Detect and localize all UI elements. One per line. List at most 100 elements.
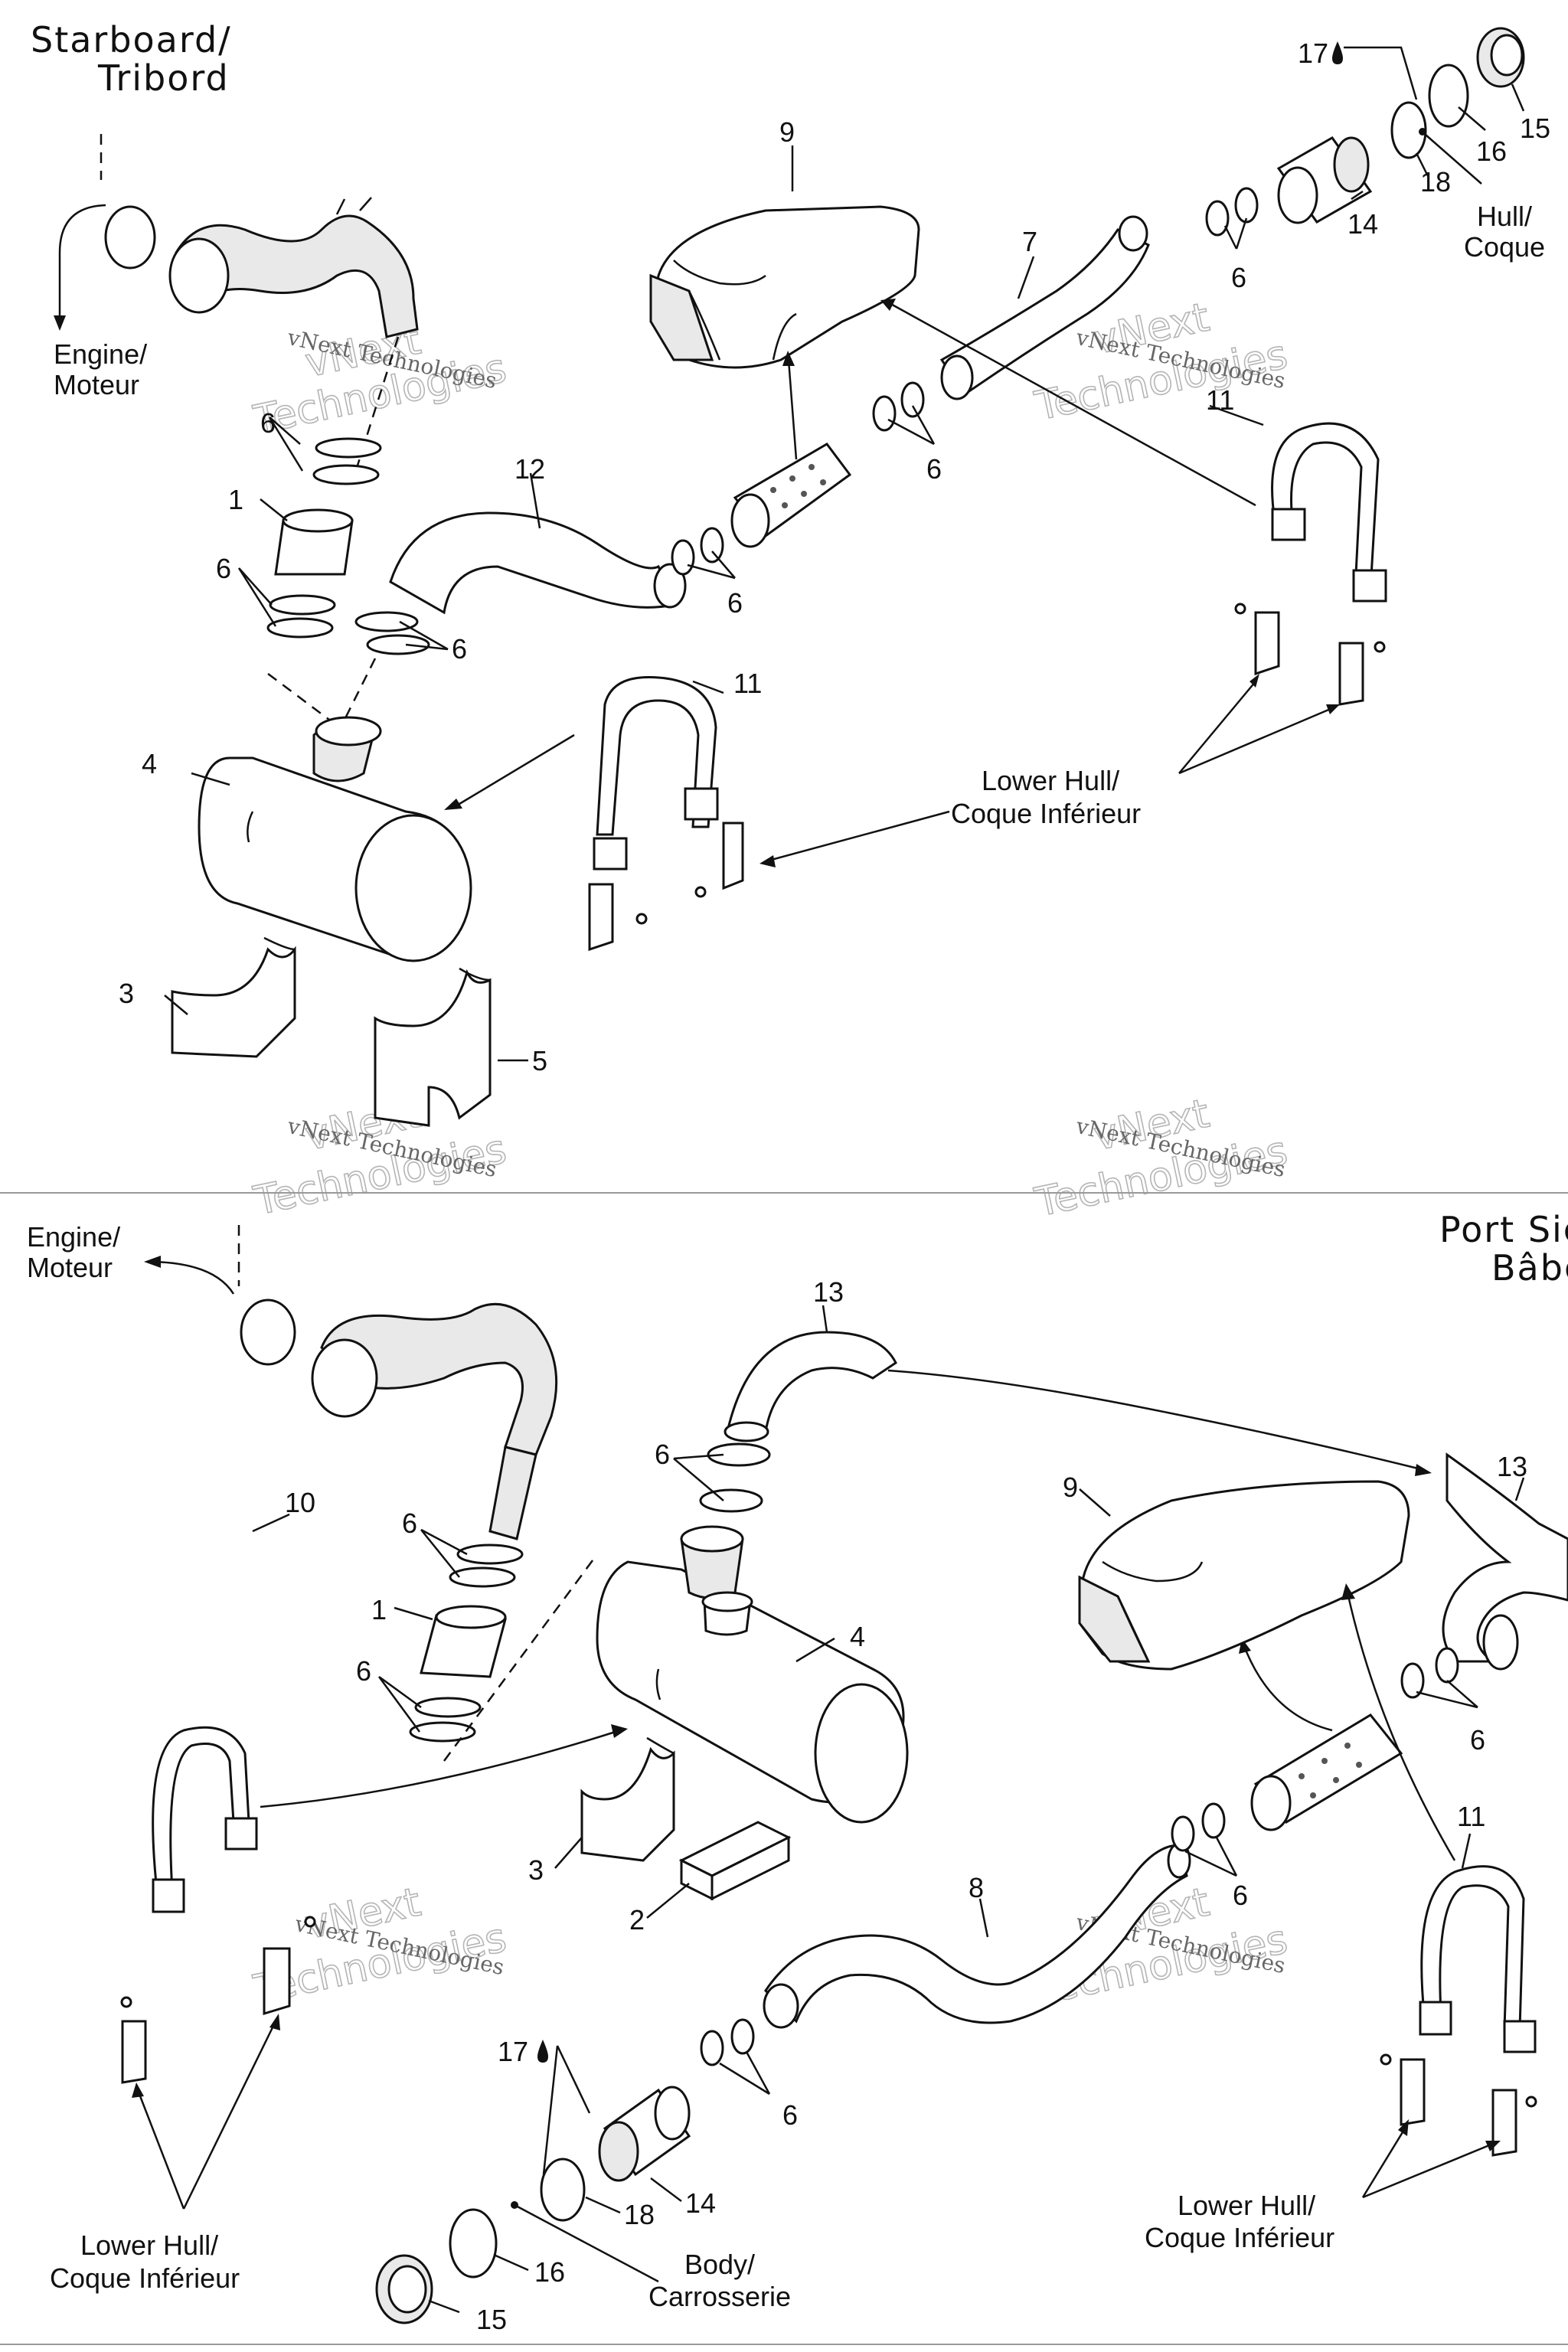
callout-6: 6 [655,1439,670,1470]
callout-11: 11 [1457,1801,1485,1832]
hull-dot [1419,128,1426,136]
bottom-perforated-outlet-tube [1250,1713,1403,1831]
bottom-lower-hull-right-arrow-a [1361,2128,1406,2198]
top-clamp-pair-upper [312,437,382,485]
lower-hull-arrow-right-b [1178,707,1333,775]
callout-3: 3 [528,1854,544,1886]
bottom-part-2-block [678,1821,792,1901]
callout-2: 2 [629,1904,645,1936]
bottom-arrow-to-resonator [1243,1645,1333,1732]
watermark-4: vNext Technologies vNext Technologies [1031,1090,1292,1227]
arrow-head [782,351,795,366]
top-title-line2: Tribord [97,57,230,99]
bottom-strap-10-brackets [120,1916,316,2084]
top-engine-line1: Engine/ [54,338,147,370]
callout-12: 12 [514,453,545,485]
top-part-4-muffler [198,716,472,962]
top-clamp-pair-right-of-12 [354,611,430,655]
callout-16: 16 [1476,136,1507,167]
callout-11: 11 [733,668,762,699]
bottom-body-line2: Carrosserie [648,2281,791,2312]
bottom-clamp-pair-upper [449,1544,524,1588]
callout-18: 18 [1420,166,1451,198]
arrow-head [270,2014,280,2030]
top-clamp-pair-lower [266,594,336,639]
top-clamp-pair-14 [1205,187,1259,237]
top-part-11-strap-middle [593,675,719,871]
top-title-line1: Starboard/ [31,19,232,60]
callout-1: 1 [371,1594,387,1625]
callout-15: 15 [476,2304,507,2335]
top-part-14-outlet [1276,136,1373,224]
bottom-lower-hull-right-line1: Lower Hull/ [1178,2190,1315,2221]
callout-6: 6 [782,2099,798,2131]
bottom-leader-lines [252,1305,1525,2314]
callout-6: 6 [727,587,743,619]
bottom-part-11-strap [1419,1865,1537,2053]
top-engine-line2: Moteur [54,369,139,400]
callout-8: 8 [969,1872,984,1903]
callout-11: 11 [1206,384,1234,416]
arrow-head [1398,2119,1409,2136]
callout-7: 7 [1022,226,1037,257]
bottom-section: Port Sic Bâbc Engine/ Moteur [27,1209,1568,2335]
arrow-head [132,2082,144,2098]
top-part-9-resonator [649,205,920,369]
top-part-11-strap-right [1271,422,1387,603]
bottom-clamp-pair-right [1400,1647,1459,1699]
callout-6: 6 [1233,1880,1248,1911]
bottom-part-13-hose-right [1442,1452,1568,1671]
arrow-head [760,855,776,867]
callout-6: 6 [260,407,276,439]
arrow-head [1485,2141,1501,2151]
callout-9: 9 [779,116,795,148]
dash-to-muffler-a [267,673,330,720]
watermark-1: vNext Technologies vNext Technologies [249,317,511,444]
callout-14: 14 [685,2187,716,2219]
hose-13-link-curve [887,1369,1425,1472]
arrow-head [880,299,896,311]
strap-10-arrow [260,1729,621,1808]
bottom-part-9-resonator [1078,1480,1410,1671]
top-strap-brackets-middle [588,822,744,952]
callout-6: 6 [926,453,942,485]
callout-17: 17 [498,2036,528,2067]
engine-arrow [58,204,106,322]
callout-13: 13 [1497,1451,1527,1482]
bottom-part-10-strap [152,1726,258,1913]
bracket-arrow-to-muffler [459,733,575,805]
bottom-part-14-outlet [598,2086,691,2182]
strap-arrow-to-resonator [887,301,1256,507]
lower-hull-arrow-right-a [1178,681,1256,774]
bottom-part-3-support [580,1736,675,1862]
top-strap-brackets-right [1234,603,1386,706]
top-part-3-support [171,936,296,1058]
bottom-lower-hull-left-line1: Lower Hull/ [80,2230,218,2261]
bottom-engine-exhaust-elbow [240,1298,558,1456]
arrow-head [444,799,462,810]
arrow-head [1250,674,1259,688]
bottom-engine-line1: Engine/ [27,1221,120,1253]
top-clamp-pair-under-7 [872,381,925,432]
callout-17: 17 [1298,38,1328,69]
callout-6: 6 [402,1508,417,1539]
dash-to-muffler-b [343,658,377,720]
bottom-part-8-hose [763,1842,1191,2029]
arrow-head [144,1256,161,1268]
arrow-head [1326,704,1340,714]
callout-10: 10 [285,1487,315,1518]
top-part-1-sleeve [274,508,354,576]
callout-14: 14 [1348,208,1378,240]
callout-6: 6 [1231,262,1246,293]
lower-hull-arrow-left [765,810,950,863]
callout-16: 16 [534,2256,565,2288]
callout-1: 1 [228,484,243,515]
top-part-15-nut [1476,27,1525,88]
callout-6: 6 [452,633,467,665]
callout-4: 4 [850,1621,865,1652]
top-hull-line1: Hull/ [1477,201,1532,232]
bottom-part-16-ring [449,2208,498,2278]
top-part-12-hose [389,511,687,615]
bottom-strap-11-arrow [1346,1592,1456,1861]
bottom-part-15-nut [375,2254,433,2324]
